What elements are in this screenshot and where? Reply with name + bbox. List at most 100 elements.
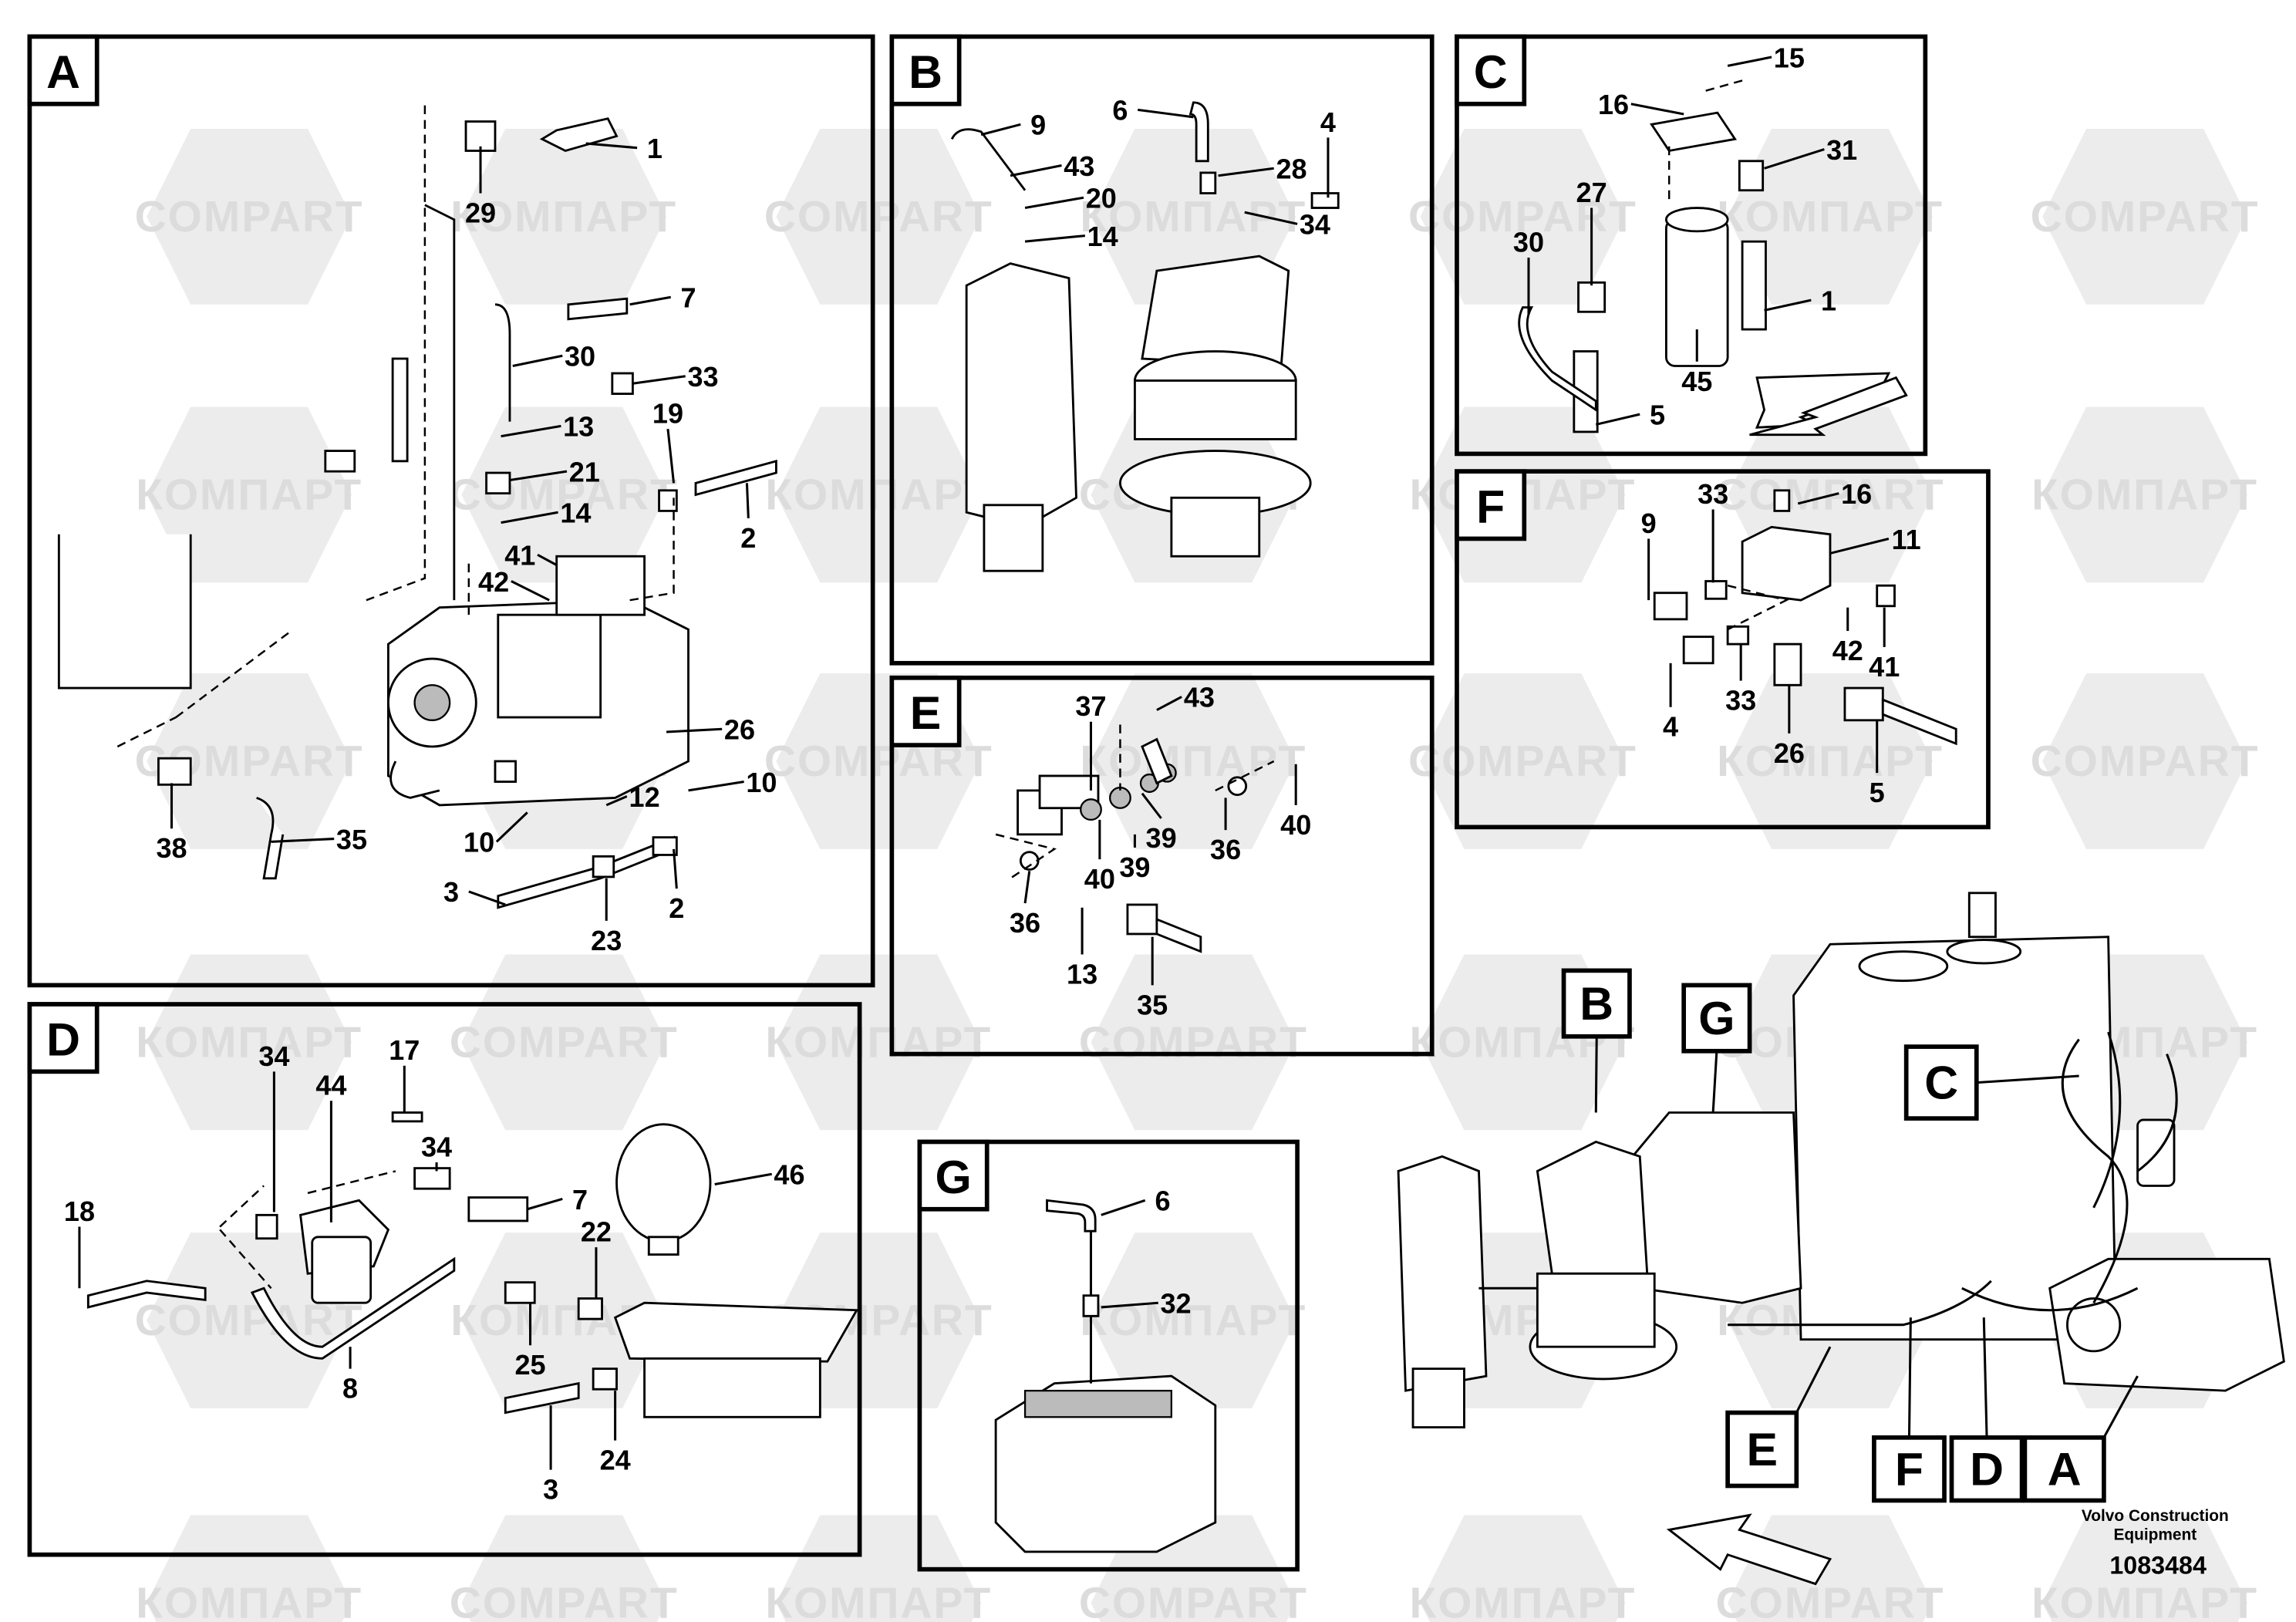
leader-line <box>666 727 723 733</box>
part-number-callout: 40 <box>1084 863 1115 895</box>
part-number-callout: 7 <box>680 282 696 314</box>
leader-line <box>632 375 686 385</box>
part-number-callout: 26 <box>724 713 755 745</box>
leader-line <box>1982 1317 1988 1438</box>
part-number-callout: 4 <box>1663 711 1678 743</box>
leader-line <box>1797 492 1839 505</box>
watermark-text: КОМПАРТ <box>136 470 362 520</box>
watermark-shape <box>1091 1233 1296 1408</box>
watermark-text: COMPART <box>1408 192 1637 241</box>
part-number-callout: 30 <box>565 341 595 373</box>
part-number-callout: 34 <box>421 1131 452 1162</box>
part-number-callout: 34 <box>1300 209 1330 241</box>
part-number-callout: 1 <box>1821 285 1836 316</box>
leader-line <box>1711 1050 1718 1113</box>
part-number-callout: 16 <box>1841 478 1872 510</box>
leader-line <box>1218 167 1274 177</box>
leader-line <box>1138 108 1194 119</box>
part-number-callout: 27 <box>1576 177 1607 208</box>
part-number-callout: 17 <box>389 1034 420 1066</box>
part-number-callout: 6 <box>1112 95 1128 126</box>
manifold-block-drawing <box>1653 489 1957 746</box>
overview-callout-box <box>1681 983 1752 1054</box>
leader-line <box>1595 413 1640 426</box>
leader-line <box>509 470 568 482</box>
part-number-callout: 5 <box>1650 399 1665 430</box>
watermark-shape <box>2042 1515 2247 1622</box>
watermark-shape <box>1091 954 1296 1131</box>
part-number-callout: 3 <box>543 1474 558 1506</box>
overview-callout-box <box>1903 1044 1979 1121</box>
leader-line <box>1907 1317 1912 1438</box>
leader-line <box>1101 1199 1146 1216</box>
part-number-callout: 42 <box>478 566 509 598</box>
part-number-callout: 25 <box>514 1349 545 1381</box>
leader-line <box>666 428 676 484</box>
watermark-text: КОМПАРТ <box>2031 470 2258 520</box>
part-number-callout: 2 <box>669 892 684 924</box>
leader-line <box>1764 148 1825 170</box>
part-number-callout: 34 <box>258 1040 289 1072</box>
part-number-callout: 36 <box>1010 907 1040 939</box>
watermark-shape <box>461 1233 667 1408</box>
part-number-callout: 7 <box>572 1184 588 1216</box>
leader-line <box>673 848 678 889</box>
overview-callout-letter: F <box>1895 1443 1923 1496</box>
leader-line <box>1630 103 1684 116</box>
watermark-shape <box>1420 673 1626 849</box>
watermark-text: COMPART <box>450 1578 679 1622</box>
panel-g-letter: G <box>935 1151 971 1203</box>
leader-line <box>980 123 1021 137</box>
part-number-callout: 21 <box>569 456 600 487</box>
part-number-callout: 32 <box>1161 1288 1192 1320</box>
leader-line <box>1023 871 1031 904</box>
watermark-text: КОМПАРТ <box>765 1578 992 1622</box>
direction-arrow-c <box>1749 376 1908 437</box>
filter-drawing <box>1518 111 1891 433</box>
part-number-callout: 2 <box>740 522 756 554</box>
watermark-shape <box>461 406 667 583</box>
panel-b-letter: B <box>909 46 942 98</box>
watermark-shape <box>461 1515 667 1622</box>
panel-d: D <box>27 1002 862 1557</box>
part-number-callout: 33 <box>1725 685 1756 717</box>
leader-line <box>1101 1301 1158 1309</box>
watermark-text: КОМПАРТ <box>765 470 992 520</box>
leader-line <box>495 811 528 843</box>
watermark-text: COMPART <box>135 192 364 241</box>
leader-line <box>1727 56 1772 67</box>
part-number-callout: 29 <box>465 197 496 228</box>
panel-c-letter: C <box>1474 46 1508 98</box>
leader-line <box>1764 298 1812 312</box>
watermark-text: КОМПАРТ <box>1717 737 1944 786</box>
part-number-callout: 33 <box>687 361 718 393</box>
part-number-callout: 13 <box>1067 958 1097 990</box>
leader-line <box>511 580 550 602</box>
watermark-text: КОМПАРТ <box>765 1017 992 1067</box>
direction-arrow <box>1666 1513 1832 1586</box>
leader-line <box>501 511 558 524</box>
leader-line <box>688 781 744 792</box>
part-number-callout: 22 <box>581 1216 612 1248</box>
watermark-text: КОМПАРТ <box>136 1578 362 1622</box>
watermark-shape <box>147 1515 352 1622</box>
watermark-shape <box>776 954 982 1131</box>
part-number-callout: 39 <box>1119 851 1150 883</box>
part-number-callout: 13 <box>563 411 594 443</box>
panel-g: G <box>917 1139 1300 1572</box>
part-number-callout: 44 <box>315 1070 346 1101</box>
part-number-callout: 33 <box>1698 478 1728 510</box>
panel-c: C <box>1455 34 1928 457</box>
part-number-callout: 19 <box>652 398 683 430</box>
leader-line <box>2102 1375 2139 1438</box>
overview-callout-letter: E <box>1746 1423 1778 1475</box>
part-number-callout: 10 <box>746 767 777 798</box>
overview-callout-letter: A <box>2048 1443 2082 1496</box>
leader-line <box>1795 1346 1832 1414</box>
watermark-shape <box>776 1233 982 1408</box>
part-number-callout: 10 <box>464 827 494 858</box>
leader-line <box>271 838 335 843</box>
panel-e-letter: E <box>910 686 942 739</box>
leader-line <box>745 483 750 518</box>
